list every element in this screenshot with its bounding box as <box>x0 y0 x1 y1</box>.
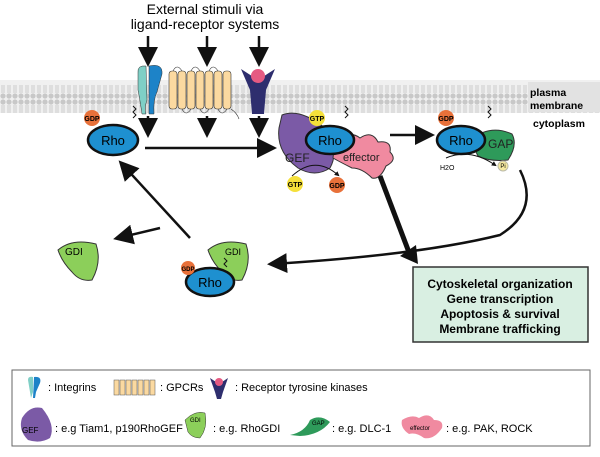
h2o-label: H2O <box>440 165 455 172</box>
gap-label: GAP <box>312 421 325 427</box>
rtk-icon <box>241 69 275 114</box>
legend-gef-icon: GEF <box>20 407 52 442</box>
gdi-label: GDI <box>190 418 201 424</box>
membrane-label-2: membrane <box>530 100 583 112</box>
legend-gdi: : e.g. RhoGDI <box>213 423 280 435</box>
gef-label: GEF <box>22 426 39 435</box>
pi-label: Pi <box>500 164 505 170</box>
outcome-item: Cytoskeletal organization <box>427 277 572 291</box>
effector-output-arrow <box>377 175 413 256</box>
legend-gpcrs: : GPCRs <box>160 382 204 394</box>
effector-label: effector <box>410 426 430 432</box>
title-line-1: External stimuli via <box>147 1 264 17</box>
title-line-2: ligand-receptor systems <box>131 16 280 32</box>
outcomes-box <box>412 266 589 343</box>
recycle-arrow <box>267 169 528 274</box>
stimulus-arrows <box>138 36 269 67</box>
membrane-label: plasma <box>530 87 566 99</box>
rho-label: Rho <box>198 275 222 290</box>
gdp-label: GDP <box>438 116 454 123</box>
gdp-label: GDP <box>84 116 100 123</box>
release-arrow <box>118 160 191 239</box>
legend-effector-icon: effector <box>401 415 443 439</box>
gdi-release-arrow <box>113 224 161 245</box>
legend-gpcr-icon <box>113 379 156 396</box>
gdi-label: GDI <box>65 247 83 258</box>
gap-label: GAP <box>488 137 513 151</box>
outcome-item: Gene transcription <box>447 292 554 306</box>
gtp-label: GTP <box>310 116 325 123</box>
outcome-item: Membrane trafficking <box>439 322 560 336</box>
rho-gdp-membrane: GDP Rho <box>84 105 140 157</box>
effector-label: effector <box>343 152 380 164</box>
legend-rtk: : Receptor tyrosine kinases <box>235 382 368 394</box>
legend-gdi-icon: GDI <box>184 412 207 439</box>
outcome-item: Apoptosis & survival <box>440 307 559 321</box>
gtp-label: GTP <box>288 182 303 189</box>
effector-output-arrowhead <box>400 245 418 264</box>
legend-gap-icon: GAP <box>290 417 330 436</box>
integrin-icon <box>137 65 163 115</box>
legend-integrin-icon <box>28 376 41 398</box>
gef-label: GEF <box>285 151 310 165</box>
gef-rho-effector-complex: effector Rho GTP GEF <box>278 105 394 179</box>
legend-gef: : e.g Tiam1, p190RhoGEF <box>55 423 183 435</box>
rho-gdi-complex: GDI Rho GDP <box>181 241 249 298</box>
cytoplasm-label: cytoplasm <box>533 118 585 130</box>
rho-label: Rho <box>318 133 342 148</box>
gdp-label: GDP <box>181 267 194 273</box>
rho-label: Rho <box>449 133 473 148</box>
legend-integrins: : Integrins <box>48 382 97 394</box>
legend-rtk-icon <box>210 378 228 399</box>
gpcr-icon <box>168 66 240 120</box>
free-gdi: GDI <box>57 241 99 281</box>
plasma-membrane <box>0 80 600 113</box>
legend-gap: : e.g. DLC-1 <box>332 423 391 435</box>
gdi-label: GDI <box>225 247 241 257</box>
gdp-label: GDP <box>329 183 345 190</box>
legend-effector: : e.g. PAK, ROCK <box>446 423 533 435</box>
gtp-gdp-exchange: GTP GDP <box>287 164 345 193</box>
rho-gap-complex: GAP Rho GDP H2O Pi <box>435 105 515 172</box>
receptor-signal-arrows <box>138 116 277 158</box>
rho-label: Rho <box>101 133 125 148</box>
